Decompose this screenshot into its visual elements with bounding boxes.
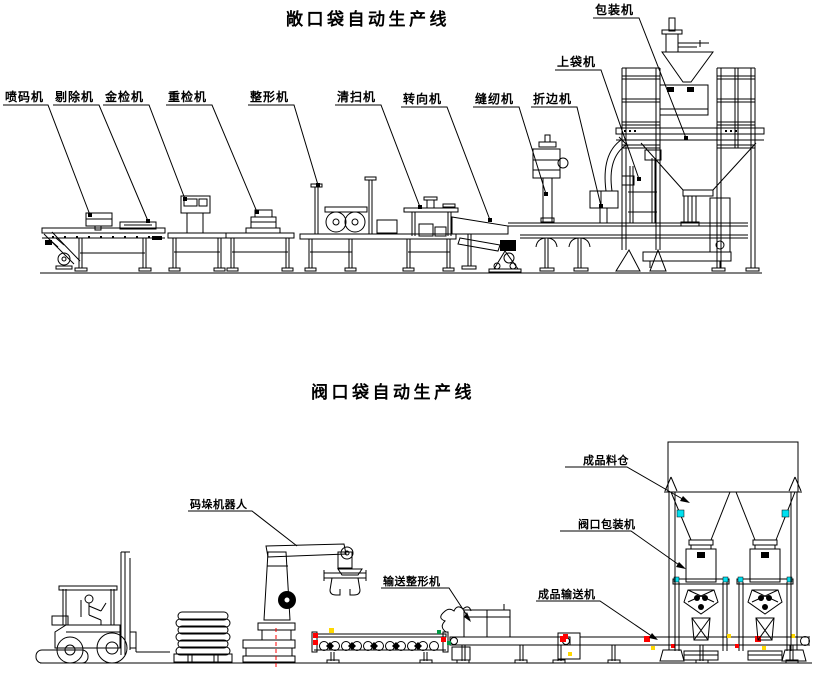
valve-packer-right-drawing [735, 539, 795, 661]
label-edge-folding-machine: 折边机 [533, 91, 572, 106]
product-silo-drawing [659, 441, 807, 662]
infeed-conveyor-drawing [41, 227, 166, 272]
leader-bag-loading-machine [555, 69, 640, 180]
label-turning-machine: 转向机 [403, 91, 442, 106]
forklift-drawing [51, 551, 170, 664]
label-metal-detector: 金检机 [104, 89, 144, 104]
leader-metal-detector [103, 104, 186, 200]
shaping-machine-drawing [310, 176, 398, 234]
sewing-machine-drawing [532, 134, 569, 224]
label-checkweigher: 重检机 [168, 89, 207, 104]
label-valve-bag-packer: 阀口包装机 [578, 517, 636, 531]
metal-detector-drawing [167, 195, 227, 272]
label-rejector: 剔除机 [54, 89, 94, 104]
turning-machine-drawing [451, 216, 522, 273]
leader-conveying-shaping-machine [381, 587, 471, 621]
label-inkjet-coder: 喷码机 [5, 89, 44, 104]
rejector-drawing [119, 221, 162, 240]
palletizing-robot-drawing [242, 543, 367, 669]
checkweigher-drawing [225, 209, 295, 272]
leader-cleaning-machine [335, 104, 421, 208]
leader-product-conveyor [536, 600, 657, 640]
conveying-shaping-machine-drawing [440, 604, 571, 664]
label-conveying-shaping-machine: 输送整形机 [383, 574, 441, 588]
bottom-line-title: 阀口袋自动生产线 [311, 382, 475, 402]
packing-machine-drawing [615, 17, 765, 272]
leader-valve-bag-packer [560, 530, 683, 568]
leader-product-silo [565, 466, 687, 502]
bottom-production-line: 阀口袋自动生产线 [35, 382, 812, 669]
label-shaping-machine: 整形机 [249, 89, 289, 104]
inkjet-coder-drawing [85, 212, 113, 231]
top-line-title: 敞口袋自动生产线 [286, 9, 450, 29]
label-bag-loading-machine: 上袋机 [557, 54, 596, 69]
leader-rejector [53, 104, 149, 222]
label-sewing-machine: 缝纫机 [475, 91, 514, 106]
leader-turning-machine [401, 106, 491, 221]
label-cleaning-machine: 清扫机 [337, 89, 376, 104]
label-product-conveyor: 成品输送机 [538, 587, 596, 601]
leader-palletizing-robot [188, 510, 298, 547]
leader-packing-machine [593, 17, 687, 139]
top-leader-lines [3, 17, 688, 223]
leader-checkweigher [166, 104, 258, 213]
label-product-silo: 成品料仓 [583, 453, 629, 467]
valve-packer-left-drawing [671, 539, 731, 661]
cleaning-machine-drawing [403, 196, 459, 237]
outfeed-conveyor-drawing [508, 197, 748, 272]
shaper-cleaner-table-drawing [299, 203, 457, 272]
leader-edge-folding-machine [531, 106, 602, 207]
leader-shaping-machine [248, 104, 319, 186]
pallet-stack-drawing [173, 611, 233, 663]
label-packing-machine: 包装机 [594, 2, 634, 17]
leader-sewing-machine [473, 106, 547, 195]
leader-inkjet-coder [3, 104, 91, 216]
label-palletizing-robot: 码垛机器人 [190, 497, 248, 511]
roller-conveyor-drawing [311, 628, 449, 664]
bottom-leader-lines [188, 466, 690, 640]
top-production-line: 敞口袋自动生产线 [3, 2, 765, 274]
bag-loading-machine-drawing [621, 149, 662, 223]
floor-bag-drawing [35, 649, 89, 664]
